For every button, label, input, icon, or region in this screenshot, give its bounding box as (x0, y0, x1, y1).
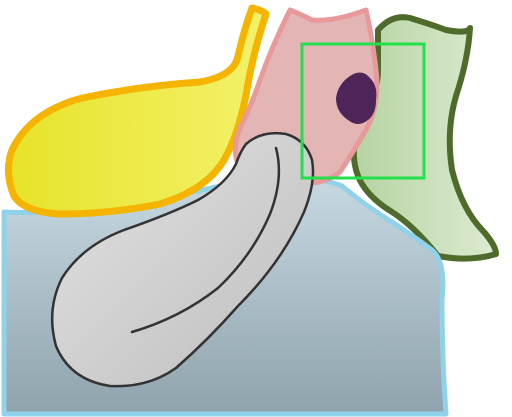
anatomical-diagram (0, 0, 512, 417)
